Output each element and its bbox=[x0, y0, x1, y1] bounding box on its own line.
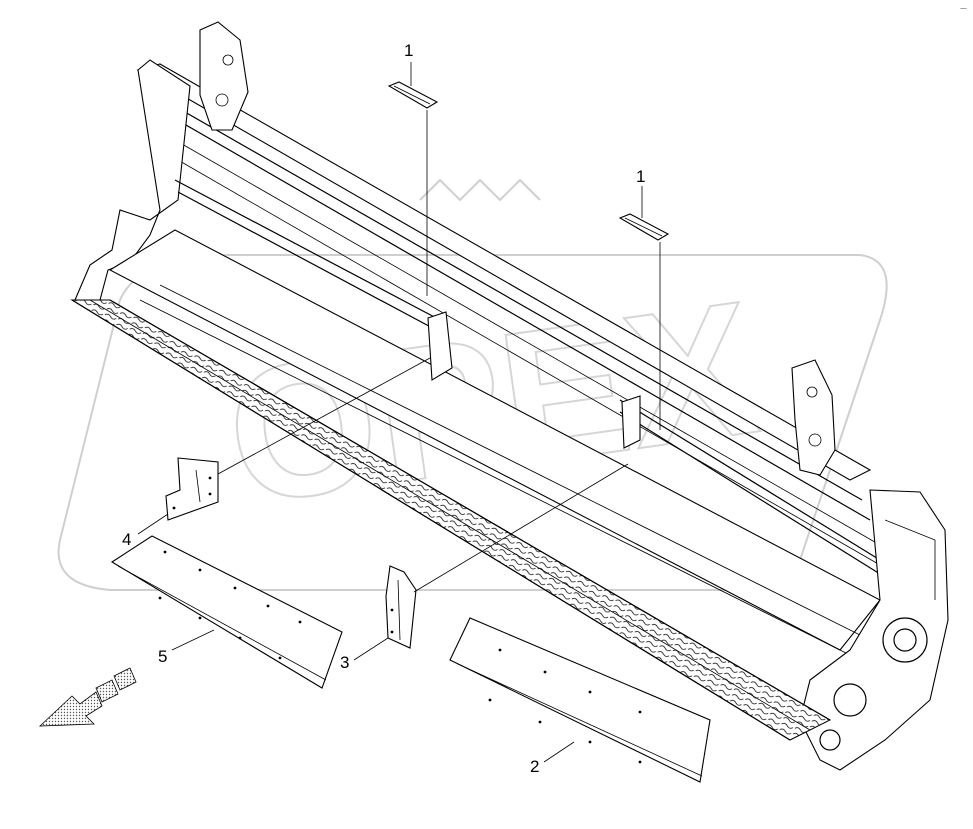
part-3-bracket bbox=[385, 463, 629, 649]
callout-1a: 1 bbox=[404, 41, 413, 60]
direction-arrow-icon bbox=[38, 667, 137, 727]
part-1-clip-left bbox=[387, 81, 439, 296]
part-2-strip bbox=[449, 617, 711, 783]
part-1-clip-right bbox=[618, 213, 670, 430]
corner-mark: — bbox=[960, 4, 967, 12]
leader-lines bbox=[137, 62, 643, 763]
callout-1b: 1 bbox=[636, 167, 645, 186]
callout-3: 3 bbox=[340, 653, 349, 672]
callout-2: 2 bbox=[530, 757, 539, 776]
part-5-strip bbox=[110, 535, 343, 689]
callout-5: 5 bbox=[158, 647, 167, 666]
callout-labels: 1 1 2 3 4 5 bbox=[122, 41, 645, 776]
part-5-holes bbox=[158, 550, 302, 660]
part-4-bracket bbox=[165, 357, 431, 521]
part-2-holes bbox=[488, 648, 642, 764]
header-frame bbox=[70, 21, 949, 771]
callout-4: 4 bbox=[122, 530, 131, 549]
